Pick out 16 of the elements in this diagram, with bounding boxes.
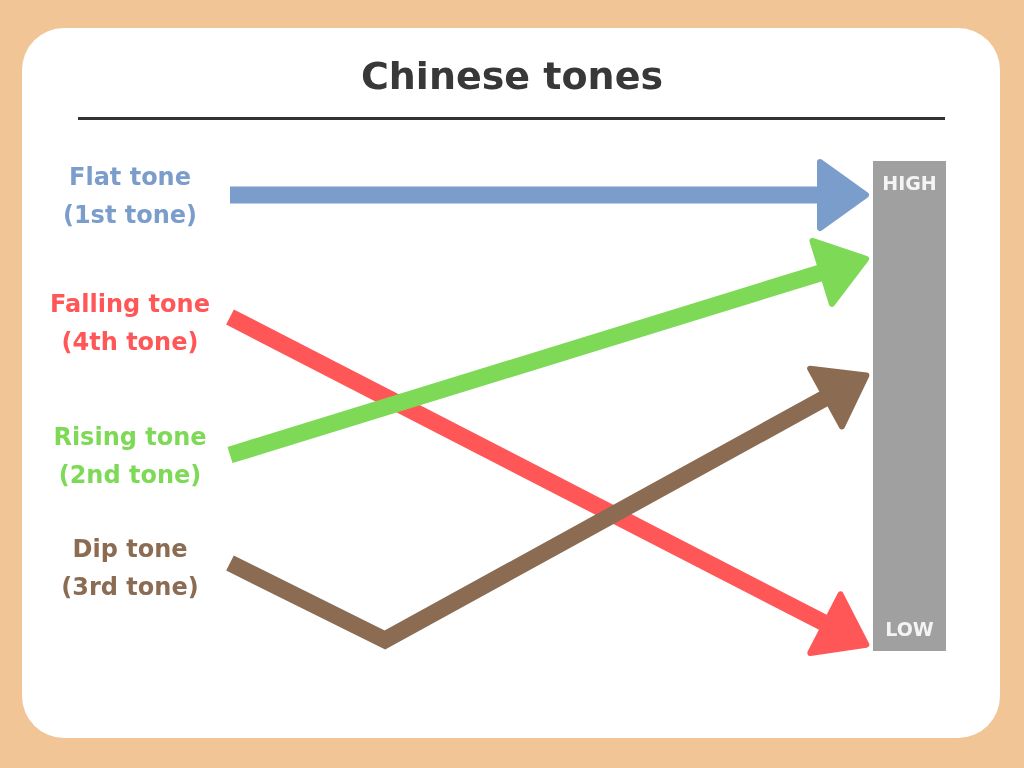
title: Chinese tones	[360, 53, 664, 100]
pitch-contour-arrow	[227, 237, 870, 464]
pitch-contour-arrow	[226, 365, 870, 650]
tone-name-label: Rising tone	[53, 423, 207, 452]
pitch-contour-arrow	[230, 159, 869, 231]
tone-number-label: (2nd tone)	[58, 461, 202, 490]
tone-number-label: (3rd tone)	[61, 573, 199, 602]
tone-number-label: (1st tone)	[62, 201, 198, 230]
pitch-contour-arrow	[226, 309, 870, 656]
tone-name-label: Flat tone	[69, 163, 191, 192]
low-label: LOW	[885, 617, 934, 641]
tone-number-label: (4th tone)	[61, 328, 199, 357]
high-label: HIGH	[882, 171, 937, 195]
tone-name-label: Dip tone	[72, 535, 188, 564]
tone-name-label: Falling tone	[50, 290, 210, 319]
pitch-scale-bar	[873, 161, 946, 651]
